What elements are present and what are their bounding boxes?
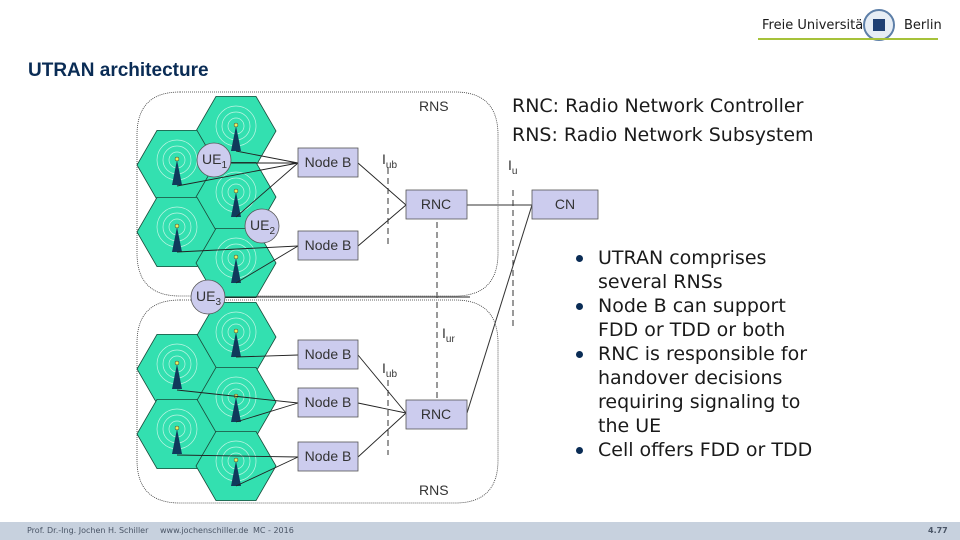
ue-1-sub: 1 — [221, 160, 227, 171]
rns-container-bottom — [136, 299, 499, 504]
node-b-1: Node B — [297, 147, 359, 178]
tower-icon — [172, 364, 182, 389]
node-b-3: Node B — [297, 339, 359, 370]
svg-text:UE2: UE2 — [250, 217, 275, 237]
link-line — [357, 354, 407, 414]
rnc-top-label: RNC — [421, 196, 451, 212]
rnc-top: RNC — [405, 189, 468, 220]
ue-2-sub: 2 — [269, 226, 275, 237]
rns-label-top: RNS — [419, 98, 449, 114]
ue-3: UE3 — [190, 279, 226, 315]
link-line — [176, 162, 299, 187]
link-line — [357, 162, 407, 206]
link-line — [357, 204, 407, 247]
node-b-3-label: Node B — [305, 346, 352, 362]
tower-icon — [172, 429, 182, 454]
link-line — [235, 162, 299, 218]
rnc-bottom-label: RNC — [421, 406, 451, 422]
tower-icon — [231, 397, 241, 422]
ue-3-sub: 3 — [215, 297, 221, 308]
svg-text:UE1: UE1 — [202, 151, 227, 171]
link-line — [357, 402, 407, 414]
tower-icon — [231, 258, 241, 283]
node-b-5-label: Node B — [305, 448, 352, 464]
link-line — [176, 454, 299, 458]
rnc-bottom: RNC — [405, 399, 468, 430]
tower-icon — [172, 227, 182, 252]
bullet-dot-icon — [576, 255, 583, 262]
link-line — [235, 354, 299, 358]
cell-7 — [136, 333, 218, 405]
link-line — [235, 456, 299, 487]
tower-icon — [172, 160, 182, 185]
footer-url: www.jochenschiller.de — [160, 526, 249, 535]
ue-1: UE1 — [196, 142, 232, 178]
legend-rns: RNS: Radio Network Subsystem — [512, 124, 814, 146]
cn-label: CN — [555, 196, 575, 212]
node-b-2: Node B — [297, 230, 359, 261]
link-line — [235, 245, 299, 284]
page-number: 4.77 — [928, 526, 948, 535]
bullet-dot-icon — [576, 303, 583, 310]
rns-container-top — [136, 91, 499, 297]
cell-10 — [195, 430, 277, 502]
logo-text-right: Berlin — [904, 18, 942, 33]
bullet-dot-icon — [576, 351, 583, 358]
university-logo: Freie Universität Berlin — [758, 8, 958, 41]
rns-label-bottom: RNS — [419, 482, 449, 498]
iub-label-top: Iub — [382, 151, 397, 171]
bullet-item: Cell offers FDD or TDD — [576, 438, 956, 462]
ue-1-label: UE — [202, 151, 221, 167]
tower-icon — [231, 461, 241, 486]
tower-icon — [231, 332, 241, 357]
iub-label-bottom: Iub — [382, 360, 397, 380]
logo-text-left: Freie Universität — [762, 18, 869, 33]
footer-author: Prof. Dr.-Ing. Jochen H. Schiller — [27, 526, 149, 535]
node-b-5: Node B — [297, 441, 359, 472]
node-b-2-label: Node B — [305, 237, 352, 253]
iur-label: Iur — [442, 325, 455, 345]
seal-icon — [863, 9, 895, 41]
link-line — [357, 412, 407, 458]
ue-2-label: UE — [250, 217, 269, 233]
rnc-cn-link-bottom — [466, 204, 533, 414]
footer-course: MC - 2016 — [253, 526, 294, 535]
legend-rnc: RNC: Radio Network Controller — [512, 95, 804, 117]
link-line — [176, 389, 299, 404]
ue-3-label: UE — [196, 288, 215, 304]
logo-underline — [758, 38, 938, 40]
svg-text:UE3: UE3 — [196, 288, 221, 308]
ue-2: UE2 — [244, 208, 280, 244]
footer-bar: Prof. Dr.-Ing. Jochen H. Schiller www.jo… — [0, 522, 960, 540]
cn: CN — [531, 189, 599, 220]
link-line — [235, 402, 299, 423]
slide-title: UTRAN architecture — [28, 60, 209, 81]
node-b-1-label: Node B — [305, 154, 352, 170]
bullet-dot-icon — [576, 447, 583, 454]
cell-4 — [136, 196, 218, 268]
tower-icon — [231, 126, 241, 151]
iu-label: Iu — [508, 157, 517, 177]
node-b-4: Node B — [297, 387, 359, 418]
tower-icon — [231, 192, 241, 217]
cell-9 — [136, 398, 218, 470]
link-line — [235, 150, 299, 164]
node-b-4-label: Node B — [305, 394, 352, 410]
link-line — [176, 245, 299, 253]
